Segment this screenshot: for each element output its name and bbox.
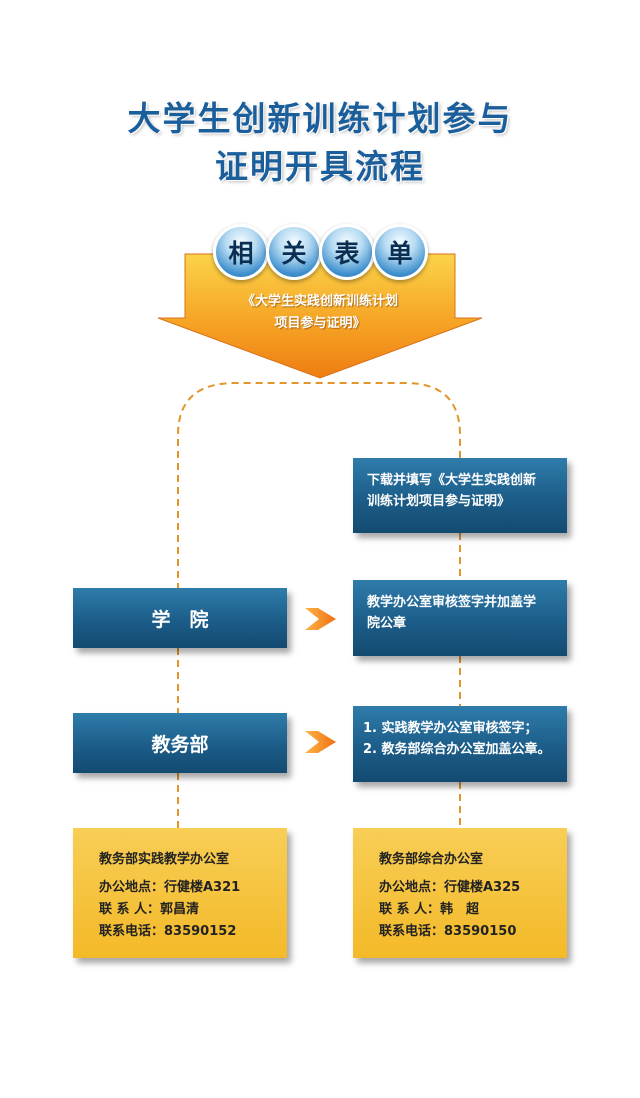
step-college-review-line-1: 教学办公室审核签字并加盖学 xyxy=(367,595,537,610)
department-college-box: 学 院 xyxy=(73,588,287,648)
connector-arch xyxy=(177,382,461,590)
step-download-line-1: 下载并填写《大学生实践创新 xyxy=(367,473,537,488)
related-forms-char-4: 单 xyxy=(372,224,428,280)
contact-general-office-phone: 联系电话：83590150 xyxy=(379,924,517,939)
related-forms-char-2: 关 xyxy=(266,224,322,280)
step-academic-review-line-2: 2. 教务部综合办公室加盖公章。 xyxy=(363,742,551,757)
contact-general-office-person: 联 系 人：韩 超 xyxy=(379,902,480,917)
contact-card-general-office: 教务部综合办公室 办公地点：行健楼A325 联 系 人：韩 超 联系电话：835… xyxy=(353,828,567,958)
step-academic-review-box: 1. 实践教学办公室审核签字； 2. 教务部综合办公室加盖公章。 xyxy=(353,706,567,782)
contact-practice-office-phone: 联系电话：83590152 xyxy=(99,924,237,939)
arrow-right-college-icon xyxy=(305,608,336,630)
page-title-line-2: 证明开具流程 xyxy=(215,147,425,186)
department-academic-affairs-box: 教务部 xyxy=(73,713,287,773)
contact-card-practice-office: 教务部实践教学办公室 办公地点：行健楼A321 联 系 人：郭昌清 联系电话：8… xyxy=(73,828,287,958)
department-college-label: 学 院 xyxy=(151,608,209,631)
related-forms-line-2: 项目参与证明》 xyxy=(274,316,366,331)
contact-general-office-name: 教务部综合办公室 xyxy=(379,852,484,867)
contact-general-office-location: 办公地点：行健楼A325 xyxy=(379,880,521,895)
step-academic-review-line-1: 1. 实践教学办公室审核签字； xyxy=(363,721,538,736)
contact-practice-office-location: 办公地点：行健楼A321 xyxy=(99,880,241,895)
step-college-review-line-2: 院公章 xyxy=(367,616,407,631)
contact-practice-office-person: 联 系 人：郭昌清 xyxy=(99,902,200,917)
page-title-line-1: 大学生创新训练计划参与 xyxy=(127,99,513,138)
related-forms-line-1: 《大学生实践创新训练计划 xyxy=(241,294,398,309)
step-download-box: 下载并填写《大学生实践创新 训练计划项目参与证明》 xyxy=(353,458,567,533)
related-forms-char-1: 相 xyxy=(213,224,269,280)
step-college-review-box: 教学办公室审核签字并加盖学 院公章 xyxy=(353,580,567,656)
related-forms-char-3: 表 xyxy=(319,224,375,280)
related-forms-arrow xyxy=(157,253,483,379)
arrow-right-academic-icon xyxy=(305,731,336,753)
department-academic-affairs-label: 教务部 xyxy=(151,733,209,756)
step-download-line-2: 训练计划项目参与证明》 xyxy=(367,494,511,509)
contact-practice-office-name: 教务部实践教学办公室 xyxy=(99,852,230,867)
